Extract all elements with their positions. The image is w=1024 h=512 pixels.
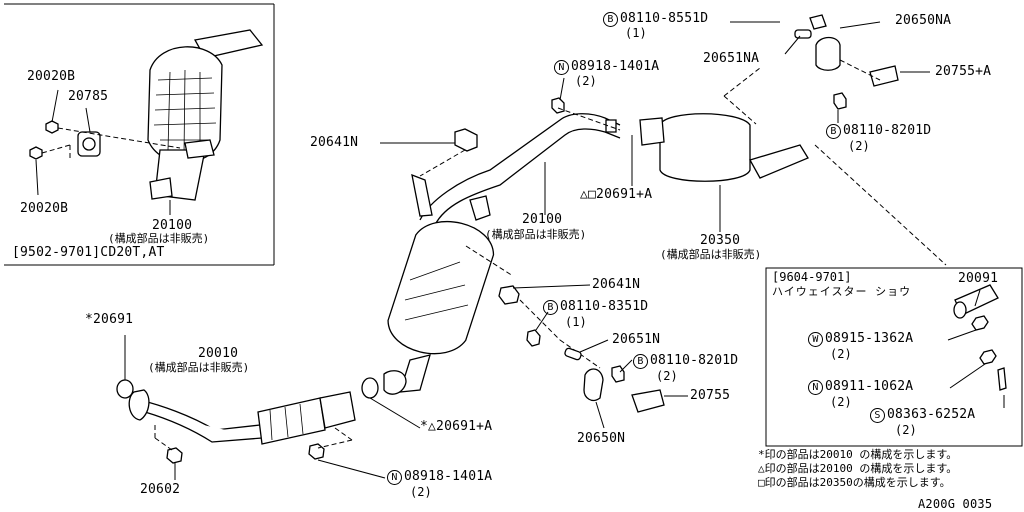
label-20641n-mid: 20641N xyxy=(592,277,641,292)
label-20350-note: (構成部品は非販売) xyxy=(660,248,762,261)
label-08110-8201d-mid-qty: (2) xyxy=(656,369,678,383)
variant-box xyxy=(765,267,1023,447)
label-08363-6252a-qty: (2) xyxy=(895,423,917,437)
label-20651n: 20651N xyxy=(612,332,661,347)
box-caption: [9604-9701] xyxy=(772,270,852,284)
circle-b-icon: B xyxy=(633,354,648,369)
circle-n-icon: N xyxy=(808,380,823,395)
front-pipe-assembly xyxy=(116,284,688,480)
inset-frame xyxy=(4,3,275,266)
label-20020b-top: 20020B xyxy=(27,69,76,84)
note-line-2: △印の部品は20100 の構成を示します。 xyxy=(758,462,958,475)
circle-b-icon: B xyxy=(543,300,558,315)
label-20100-main-note: (構成部品は非販売) xyxy=(485,228,587,241)
footer-code: A200G 0035 xyxy=(918,497,993,511)
label-20091: 20091 xyxy=(958,271,999,286)
label-08911-1062a-qty: (2) xyxy=(830,395,852,409)
label-20350: 20350 xyxy=(700,233,741,248)
label-20650n: 20650N xyxy=(577,431,626,446)
note-line-3: □印の部品は20350の構成を示します。 xyxy=(758,476,951,489)
label-08110-8351d-qty: (1) xyxy=(565,315,587,329)
label-20755: 20755 xyxy=(690,388,731,403)
label-20100-inset-note: (構成部品は非販売) xyxy=(108,232,210,245)
circle-b-icon: B xyxy=(826,124,841,139)
label-08918-1401a-top-qty: (2) xyxy=(575,74,597,88)
label-20651na: 20651NA xyxy=(703,51,760,66)
circle-s-icon: S xyxy=(870,408,885,423)
label-20755a-top: 20755+A xyxy=(935,64,992,79)
label-20100-main: 20100 xyxy=(522,212,563,227)
label-08110-8551d-qty: (1) xyxy=(625,26,647,40)
label-20785: 20785 xyxy=(68,89,109,104)
label-20100-inset: 20100 xyxy=(152,218,193,233)
main-muffler-assembly xyxy=(380,14,947,393)
label-20691a-mid: △□20691+A xyxy=(580,187,653,202)
label-20602: 20602 xyxy=(140,482,181,497)
label-20691a-star: *△20691+A xyxy=(420,419,493,434)
box-subtitle: ハイウェイスター ショウ xyxy=(772,285,912,298)
label-20691-star: *20691 xyxy=(85,312,134,327)
label-08915-1362a-qty: (2) xyxy=(830,347,852,361)
label-20020b-bottom: 20020B xyxy=(20,201,69,216)
label-20650na: 20650NA xyxy=(895,13,952,28)
inset-caption: [9502-9701]CD20T,AT xyxy=(12,245,165,260)
circle-n-icon: N xyxy=(554,60,569,75)
note-line-1: *印の部品は20010 の構成を示します。 xyxy=(758,448,958,461)
label-20010: 20010 xyxy=(198,346,239,361)
label-20641n-top: 20641N xyxy=(310,135,359,150)
circle-w-icon: W xyxy=(808,332,823,347)
inset-catalytic-converter xyxy=(29,29,264,215)
label-20010-note: (構成部品は非販売) xyxy=(148,361,250,374)
circle-n-icon: N xyxy=(387,470,402,485)
label-08918-1401a-bottom-qty: (2) xyxy=(410,485,432,499)
circle-b-icon: B xyxy=(603,12,618,27)
label-08110-8201d-top-qty: (2) xyxy=(848,139,870,153)
